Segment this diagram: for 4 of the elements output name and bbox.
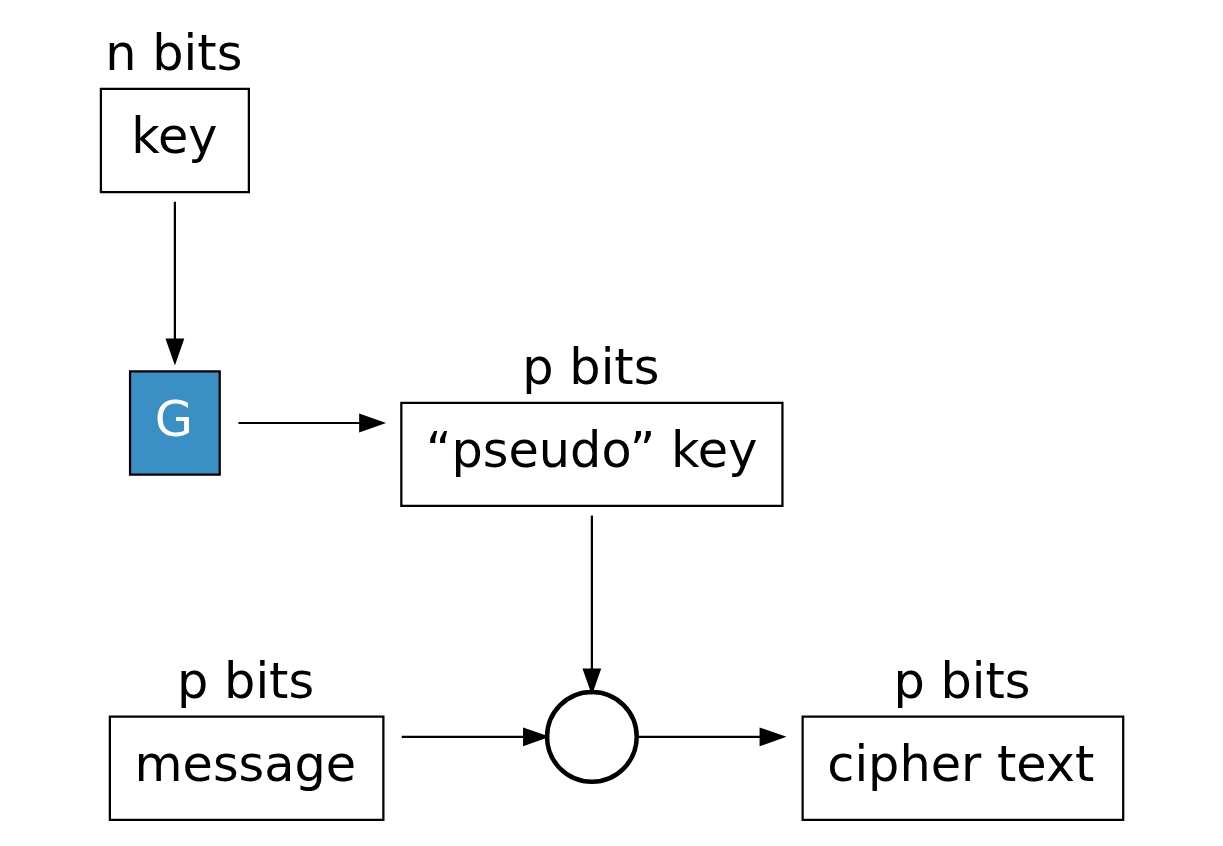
node-label: p bits	[177, 651, 315, 710]
node-label: p bits	[522, 337, 660, 396]
node-label: p bits	[893, 651, 1031, 710]
node-label: n bits	[105, 24, 243, 83]
